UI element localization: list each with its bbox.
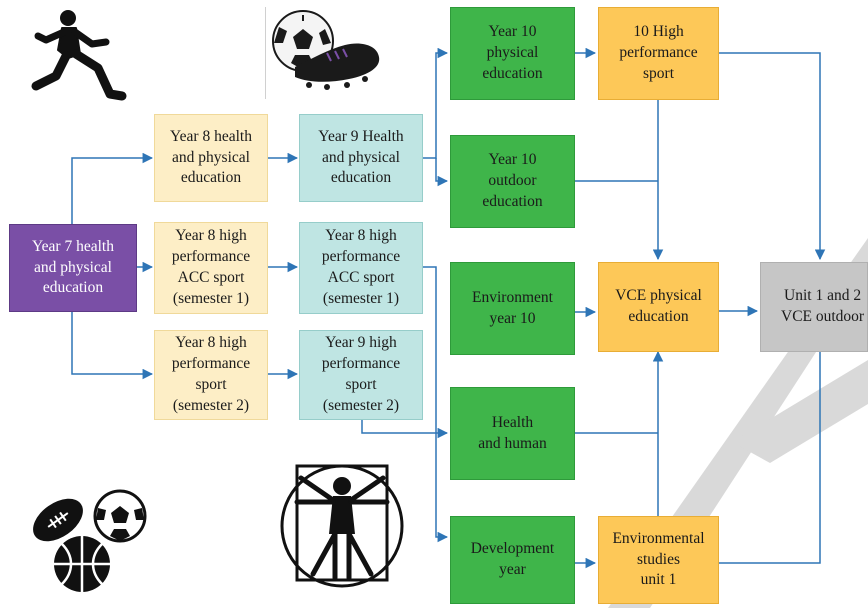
unit-1-and-2-vce-outdoor-box: Unit 1 and 2 VCE outdoor	[760, 262, 868, 352]
year7-health-pe-box: Year 7 health and physical education	[9, 224, 137, 312]
runner-silhouette-icon	[31, 10, 127, 101]
year8-acc-sport-box: Year 8 high performance ACC sport (semes…	[154, 222, 268, 314]
year9-high-performance-sport-box: Year 9 high performance sport (semester …	[299, 330, 423, 420]
development-year-box: Development year	[450, 516, 575, 604]
year8-high-performance-sport-box: Year 8 high performance sport (semester …	[154, 330, 268, 420]
sports-balls-icon	[33, 489, 147, 592]
vitruvian-man-icon	[280, 464, 404, 588]
vce-physical-education-box: VCE physical education	[598, 262, 719, 352]
environment-year10-box: Environment year 10	[450, 262, 575, 355]
year10-physical-education-box: Year 10 physical education	[450, 7, 575, 100]
environmental-studies-unit1-box: Environmental studies unit 1	[598, 516, 719, 604]
year8-health-pe-box: Year 8 health and physical education	[154, 114, 268, 202]
soccer-ball-and-boot-icon	[265, 7, 380, 99]
year10-outdoor-education-box: Year 10 outdoor education	[450, 135, 575, 228]
health-and-human-box: Health and human	[450, 387, 575, 480]
high-performance-sport-10-box: 10 High performance sport	[598, 7, 719, 100]
year9-acc-sport-box: Year 8 high performance ACC sport (semes…	[299, 222, 423, 314]
year9-health-pe-box: Year 9 Health and physical education	[299, 114, 423, 202]
